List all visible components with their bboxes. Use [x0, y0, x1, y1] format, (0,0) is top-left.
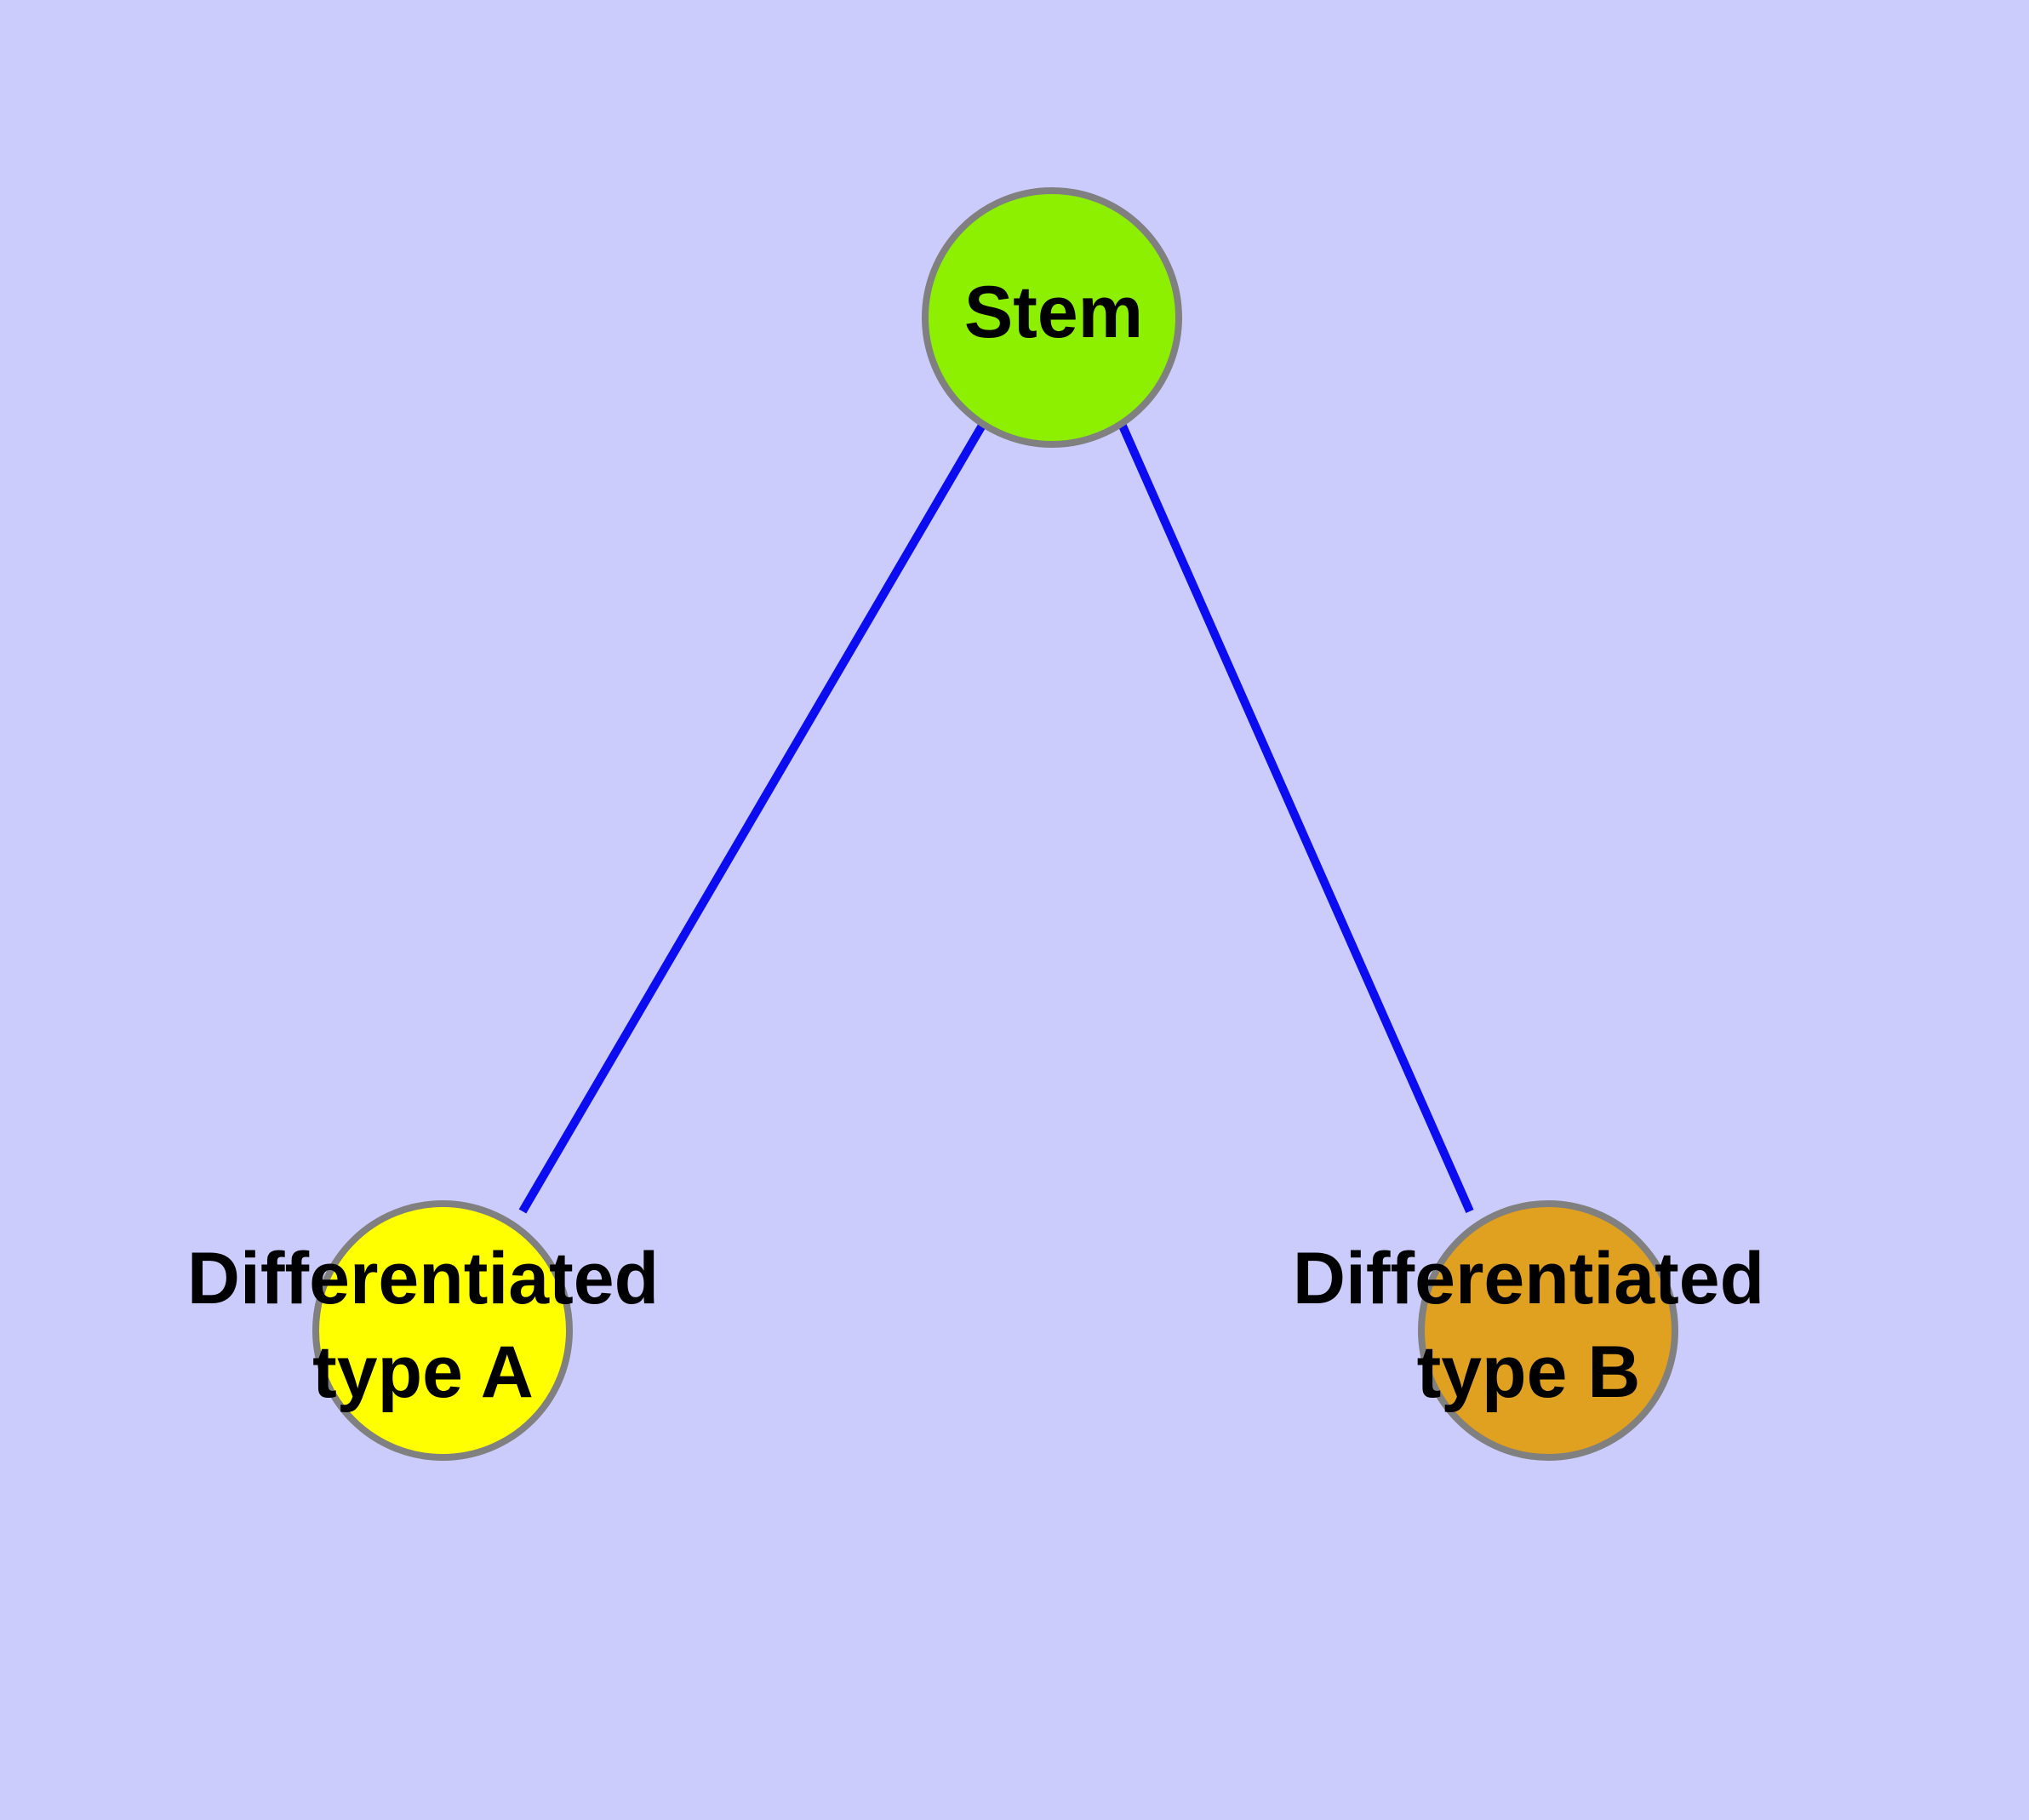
node-label-line: Differentiated	[1293, 1238, 1764, 1319]
node-diff-b[interactable]	[1418, 1200, 1678, 1461]
edge-stem-to-diff-b[interactable]	[1117, 421, 1474, 1214]
edges-layer	[518, 421, 1474, 1214]
node-label-line: Stem	[964, 272, 1143, 353]
node-label-line: type A	[312, 1331, 534, 1413]
node-label-diff-a: Differentiated type A	[187, 1238, 659, 1413]
edge-stem-to-diff-a[interactable]	[518, 421, 987, 1214]
nodes-layer	[312, 187, 1678, 1461]
node-label-line: Differentiated	[187, 1238, 659, 1319]
node-diff-a[interactable]	[312, 1200, 573, 1461]
node-stem[interactable]	[922, 187, 1182, 448]
node-label-stem: Stem	[964, 272, 1143, 353]
node-label-diff-b: Differentiated type B	[1293, 1238, 1764, 1413]
node-label-line: type B	[1417, 1331, 1641, 1413]
